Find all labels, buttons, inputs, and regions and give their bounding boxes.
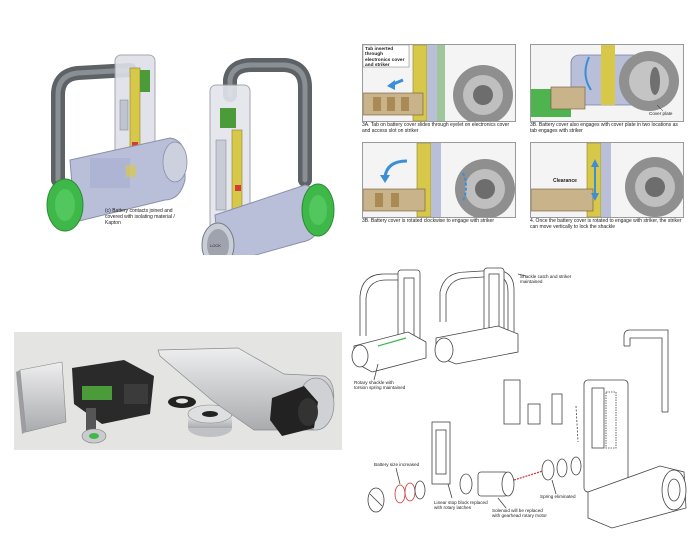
step-3a-illustration — [363, 45, 515, 121]
line-drawings — [351, 267, 687, 529]
label-spring: Spring eliminated — [540, 494, 576, 499]
step-panel-3c — [362, 142, 516, 218]
render-caption: (c) Battery contacts joined and covered … — [105, 208, 175, 226]
step-4-illustration — [531, 143, 683, 217]
step-panel-3a: Tab inserted through electronics cover a… — [362, 44, 516, 122]
line-lock-1 — [351, 269, 427, 373]
line-exploded-row — [367, 456, 582, 513]
line-exploded-parts — [431, 379, 687, 529]
padlocks-render: LOCK — [46, 54, 335, 255]
line-shackle — [623, 329, 669, 413]
label-linear-stop: Linear stop block replaced with rotary l… — [434, 500, 488, 511]
step-3b-caption: 3B. Battery cover also engages with cove… — [530, 122, 678, 134]
step-3c-illustration — [363, 143, 515, 217]
components-photo — [14, 332, 342, 450]
padlock-render-left — [46, 54, 188, 232]
step-3b-callout: Cover plate — [649, 111, 673, 116]
render-padlocks-panel: LOCK (c) Battery contacts joined and cov… — [20, 40, 340, 255]
step-3c-caption: 3B. Battery cover is rotated clockwise t… — [362, 218, 495, 224]
step-4-callout: Clearance — [553, 178, 577, 184]
label-solenoid: Solenoid will be replaced with gearhead … — [492, 508, 547, 519]
padlock-render-right: LOCK — [201, 58, 335, 255]
line-lock-2 — [434, 267, 519, 365]
label-rotary-shackle: Rotary shackle with torsion spring maint… — [354, 380, 406, 391]
step-panel-3b: Cover plate — [530, 44, 684, 122]
step-3a-caption: 3A. Tab on battery cover slides through … — [362, 122, 510, 134]
label-battery-size: Battery size increased — [374, 462, 420, 467]
line-drawings-panel: Shackle catch and striker maintained Rot… — [348, 262, 694, 538]
components-photo-panel — [14, 332, 342, 450]
label-shackle-catch: Shackle catch and striker maintained — [520, 274, 572, 285]
step-3a-callout: Tab inserted through electronics cover a… — [365, 47, 405, 69]
lock-cap-logo: LOCK — [210, 243, 221, 248]
step-3b-illustration — [531, 45, 683, 121]
step-4-caption: 4. Once the battery cover is rotated to … — [530, 218, 682, 230]
step-panel-4: Clearance — [530, 142, 684, 218]
